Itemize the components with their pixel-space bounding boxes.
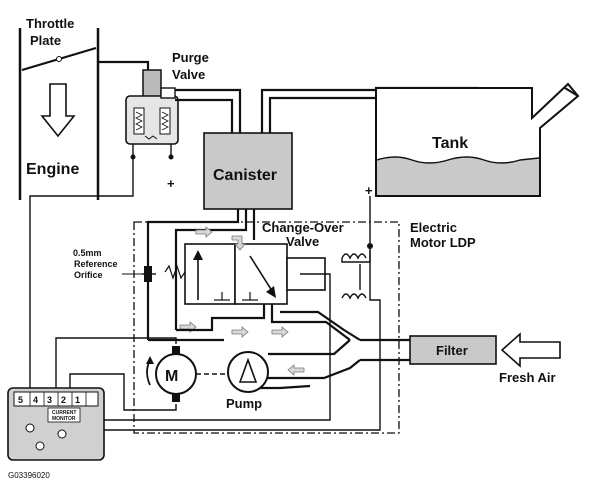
ldp-module-boundary	[133, 221, 400, 434]
connector-pin-2: 2	[61, 395, 66, 405]
connector-pin-1: 1	[75, 395, 80, 405]
flow-arrow	[287, 364, 305, 376]
flow-arrow	[231, 326, 249, 338]
purge-valve	[98, 60, 179, 160]
change-over-valve-label-1: Change-Over	[262, 220, 344, 235]
connector-pin-3: 3	[47, 395, 52, 405]
fresh-air-label: Fresh Air	[499, 370, 556, 385]
coil-icon	[341, 253, 367, 260]
current-monitor-label-2: MONITOR	[52, 416, 76, 422]
current-monitor-label-1: CURRENT	[52, 410, 76, 416]
throttle-plate-label-1: Throttle	[26, 16, 74, 31]
flow-arrow	[231, 235, 246, 251]
flow-arrow	[195, 226, 213, 238]
reference-orifice-label-1: 0.5mm	[73, 248, 102, 258]
coil-icon	[341, 293, 367, 300]
purge-plus-label: +	[167, 176, 175, 191]
purge-valve-label-1: Purge	[172, 50, 209, 65]
connector-pin-5: 5	[18, 395, 23, 405]
throttle-plate-label-2: Plate	[30, 33, 61, 48]
figure-id: G03396020	[8, 471, 50, 480]
change-over-valve	[144, 243, 326, 305]
electric-motor-ldp-label-2: Motor LDP	[410, 235, 476, 250]
ldp-plus-label: +	[365, 183, 373, 198]
tank-label: Tank	[432, 135, 468, 152]
engine-flow-arrow	[40, 83, 76, 138]
purge-valve-label-2: Valve	[172, 67, 205, 82]
change-over-valve-label-2: Valve	[286, 234, 319, 249]
purge-to-canister-pipe	[175, 88, 242, 133]
canister-label: Canister	[213, 167, 277, 184]
reference-orifice-label-3: Orifice	[74, 270, 103, 280]
reference-orifice-label-2: Reference	[74, 259, 118, 269]
pump-label: Pump	[226, 396, 262, 411]
pump	[227, 351, 269, 393]
ecu-connector	[7, 387, 105, 461]
canister	[203, 132, 293, 210]
motor-label: M	[165, 368, 178, 385]
engine-label: Engine	[26, 161, 79, 178]
fuel-tank	[375, 82, 580, 197]
purge-valve-wire	[29, 158, 134, 390]
flow-arrow	[271, 326, 289, 338]
throttle-body	[18, 28, 100, 200]
fresh-air-arrow	[500, 332, 561, 368]
electric-motor-ldp-label-1: Electric	[410, 220, 457, 235]
connector-pin-4: 4	[33, 395, 38, 405]
filter	[409, 335, 497, 365]
filter-label: Filter	[436, 343, 468, 358]
